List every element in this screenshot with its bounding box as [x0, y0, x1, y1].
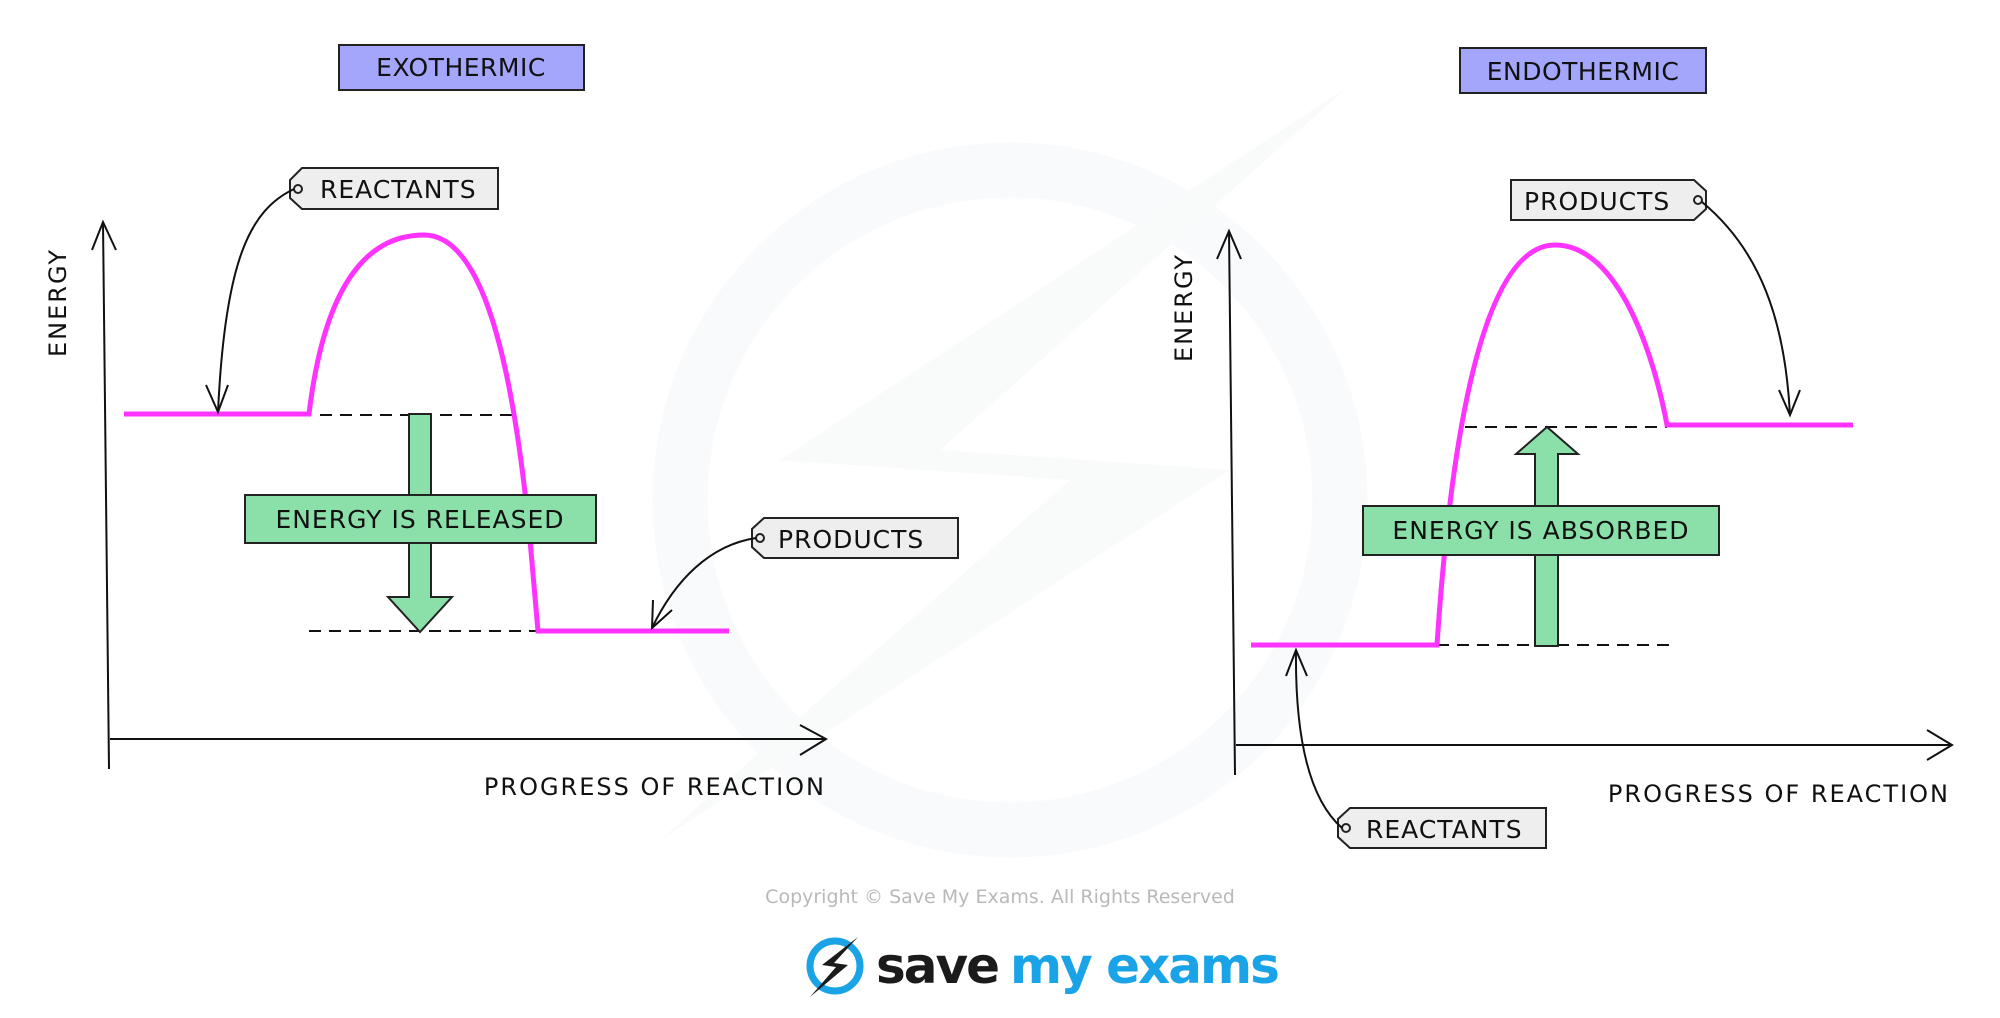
exothermic-reactants-tag: REACTANTS: [289, 167, 499, 210]
lightning-bolt-logo-icon: [806, 937, 864, 997]
exothermic-y-axis-label: ENERGY: [44, 248, 72, 357]
copyright-notice: Copyright © Save My Exams. All Rights Re…: [765, 886, 1235, 908]
endothermic-x-axis-label: PROGRESS OF REACTION: [1608, 780, 1950, 808]
endothermic-y-axis-label: ENERGY: [1170, 253, 1198, 362]
exothermic-reactants-pointer-arrow: [205, 188, 295, 415]
exothermic-x-axis: [110, 724, 829, 756]
exothermic-x-axis-label: PROGRESS OF REACTION: [484, 773, 826, 801]
endothermic-reactants-pointer-arrow: [1285, 647, 1343, 829]
exothermic-title-box: EXOTHERMIC: [338, 44, 585, 91]
svg-text:PRODUCTS: PRODUCTS: [1524, 187, 1670, 216]
svg-text:ENERGY IS RELEASED: ENERGY IS RELEASED: [275, 505, 564, 534]
endothermic-x-axis: [1236, 729, 1954, 761]
svg-text:REACTANTS: REACTANTS: [1366, 815, 1523, 844]
endothermic-y-axis: [1216, 228, 1242, 776]
logo-word-my-exams: my exams: [1010, 937, 1280, 995]
svg-text:REACTANTS: REACTANTS: [320, 175, 477, 204]
exothermic-energy-curve: [124, 232, 729, 634]
save-my-exams-logo: save my exams: [800, 932, 1280, 1000]
endothermic-products-pointer-arrow: [1701, 201, 1801, 418]
endothermic-energy-curve: [1251, 242, 1853, 648]
exothermic-title: EXOTHERMIC: [376, 53, 546, 82]
exothermic-products-tag: PRODUCTS: [751, 517, 959, 559]
endothermic-diagram: ENDOTHERMIC ENERGY PROGRESS OF REACTION …: [1170, 47, 1954, 849]
logo-word-save: save: [876, 937, 1000, 995]
endothermic-products-tag: PRODUCTS: [1510, 179, 1707, 221]
exothermic-energy-released-label: ENERGY IS RELEASED: [244, 494, 597, 544]
watermark-logo-icon: [652, 85, 1368, 858]
svg-text:PRODUCTS: PRODUCTS: [778, 525, 924, 554]
exothermic-products-pointer-arrow: [650, 537, 757, 631]
svg-text:ENERGY IS ABSORBED: ENERGY IS ABSORBED: [1392, 516, 1689, 545]
exothermic-y-axis: [91, 219, 117, 770]
exothermic-diagram: EXOTHERMIC ENERGY PROGRESS OF REACTION E…: [44, 44, 959, 801]
endothermic-energy-absorbed-label: ENERGY IS ABSORBED: [1362, 505, 1720, 556]
endothermic-title-box: ENDOTHERMIC: [1459, 47, 1707, 94]
endothermic-reactants-tag: REACTANTS: [1337, 807, 1547, 849]
endothermic-title: ENDOTHERMIC: [1487, 57, 1680, 86]
